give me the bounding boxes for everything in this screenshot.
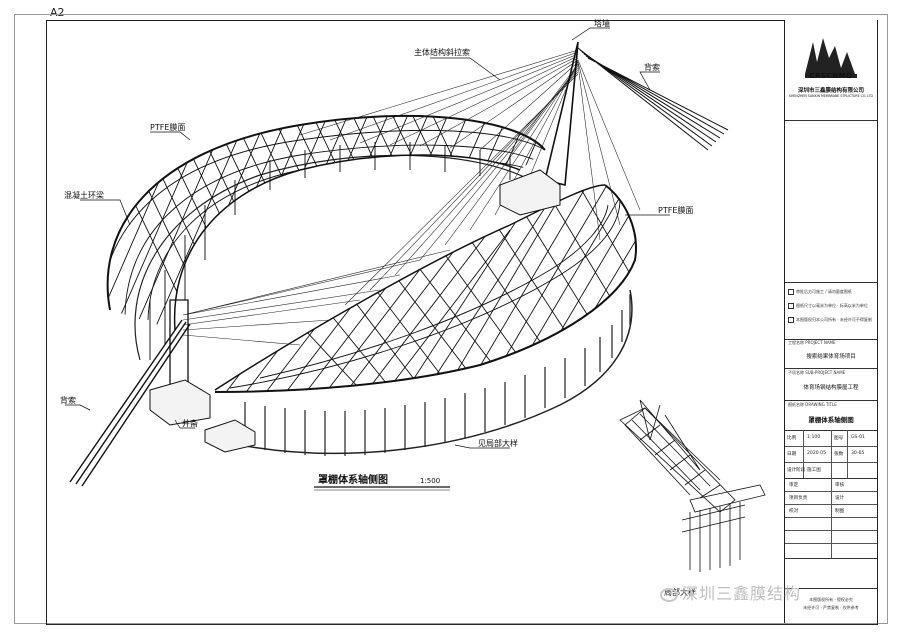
left-roof-inner-edge bbox=[173, 154, 521, 331]
sheet-label: 张数 bbox=[834, 452, 844, 457]
detail-drawing bbox=[619, 399, 766, 572]
stage-label: 设计阶段 bbox=[787, 468, 806, 473]
project-name: 搜索结果体育场项目 bbox=[806, 354, 856, 360]
company-name-en: SHENZHEN SANXIN MEMBRANE STRUCTURE CO.,L… bbox=[789, 94, 873, 98]
stay-cables bbox=[182, 49, 641, 346]
front-ring-beam bbox=[239, 289, 633, 455]
title-block-footer: 本图版权所有 · 侵权必究 未经许可 · 严禁复制 · 仅供参考 bbox=[785, 588, 877, 623]
wechat-icon bbox=[660, 587, 678, 602]
title-block-info-grid: 比例 1:100 图号 GS-01 日期 2020.05 张数 30-65 设计… bbox=[785, 430, 877, 479]
label-back-cable-bottom: 背索 bbox=[60, 395, 76, 405]
label-opening: 见局部大样 bbox=[478, 438, 518, 448]
footer-line-2: 未经许可 · 严禁复制 · 仅供参考 bbox=[803, 605, 859, 610]
role-draft: 制图 bbox=[835, 509, 845, 514]
scale-label: 比例 bbox=[787, 436, 797, 441]
left-roof-outer-edge bbox=[106, 114, 546, 311]
sheet-outer-border bbox=[14, 14, 888, 624]
scale-value: 1:100 bbox=[807, 435, 821, 440]
back-cables-bottom bbox=[69, 319, 191, 487]
role-approve: 审定 bbox=[789, 483, 799, 488]
detail-drawing-title: 局部大样 bbox=[664, 587, 696, 597]
sheet-inner-border bbox=[46, 20, 878, 625]
sheet-size-label: A2 bbox=[50, 6, 65, 19]
watermark: 深圳三鑫膜结构 bbox=[660, 580, 801, 604]
note-3: 本图版权归本公司所有 · 未经许可不得复制 bbox=[788, 317, 874, 323]
date-label: 日期 bbox=[787, 452, 797, 457]
label-main-cable: 主体结构斜拉索 bbox=[414, 47, 470, 57]
number-label: 图号 bbox=[834, 436, 844, 441]
label-ptfe-left: PTFE膜面 bbox=[150, 122, 185, 132]
title-block-notes: 审批后方可施工 / 请勿量度图纸 图纸尺寸以毫米为单位 · 标高以米为单位 本图… bbox=[785, 282, 877, 340]
drawing-name: 罩棚体系轴侧图 bbox=[808, 416, 854, 424]
label-back-cable-top: 背索 bbox=[644, 62, 660, 72]
drawing-label: 图纸名称 DRAWING TITLE bbox=[788, 402, 837, 407]
back-cables-top bbox=[577, 47, 729, 151]
role-project-lead: 项目负责 bbox=[789, 496, 808, 501]
left-pylon-base bbox=[149, 379, 211, 426]
note-1: 审批后方可施工 / 请勿量度图纸 bbox=[788, 289, 874, 295]
label-pylon: 塔墙 bbox=[594, 18, 610, 28]
logo-text: CRSCNMO bbox=[809, 72, 853, 80]
title-block-subproject: 子项名称 SUB-PROJECT NAME 体育场钢结构膜屋工程 bbox=[785, 368, 877, 401]
company-logo bbox=[805, 38, 857, 78]
project-label: 工程名称 PROJECT NAME bbox=[788, 340, 836, 345]
label-concrete-ring: 混凝土环梁 bbox=[64, 190, 104, 200]
main-drawing-title: 罩棚体系轴侧图 bbox=[318, 473, 388, 486]
company-name-cn: 深圳市三鑫膜结构有限公司 bbox=[797, 88, 864, 94]
right-roof-lattice bbox=[215, 185, 636, 392]
note-2: 图纸尺寸以毫米为单位 · 标高以米为单位 bbox=[788, 303, 874, 309]
right-pylon-base bbox=[499, 169, 561, 216]
title-block-project: 工程名称 PROJECT NAME 搜索结果体育场项目 bbox=[785, 338, 877, 369]
leader-lines bbox=[65, 27, 670, 449]
front-base bbox=[204, 419, 256, 453]
label-ptfe-right: PTFE膜面 bbox=[658, 205, 693, 215]
role-review: 审核 bbox=[835, 483, 845, 488]
back-ring-beam bbox=[134, 154, 531, 361]
role-check: 校对 bbox=[789, 509, 799, 514]
main-drawing-scale: 1:500 bbox=[420, 477, 440, 485]
title-block-signatures: 审定 审核 项目负责 设计 校对 制图 bbox=[785, 478, 877, 559]
right-pylon-edge bbox=[564, 41, 579, 186]
right-roof-inner-edge bbox=[214, 184, 606, 391]
date-value: 2020.05 bbox=[807, 451, 826, 456]
stage-value: 施工图 bbox=[807, 468, 821, 473]
subproject-name: 体育场钢结构膜屋工程 bbox=[803, 385, 859, 391]
title-block-drawing-name: 图纸名称 DRAWING TITLE 罩棚体系轴侧图 bbox=[785, 400, 877, 431]
subproject-label: 子项名称 SUB-PROJECT NAME bbox=[788, 370, 846, 375]
label-base: 井斋 bbox=[182, 418, 198, 428]
sheet-value: 30-65 bbox=[851, 451, 865, 456]
title-block-logo-area: CRSCNMO 深圳市三鑫膜结构有限公司 SHENZHEN SANXIN MEM… bbox=[785, 20, 877, 121]
role-design: 设计 bbox=[835, 496, 845, 501]
title-block: CRSCNMO 深圳市三鑫膜结构有限公司 SHENZHEN SANXIN MEM… bbox=[784, 20, 877, 623]
ring-columns-front bbox=[244, 294, 631, 456]
right-roof-outer-edge bbox=[214, 184, 637, 393]
number-value: GS-01 bbox=[851, 435, 865, 440]
footer-line-1: 本图版权所有 · 侵权必究 bbox=[809, 597, 853, 602]
